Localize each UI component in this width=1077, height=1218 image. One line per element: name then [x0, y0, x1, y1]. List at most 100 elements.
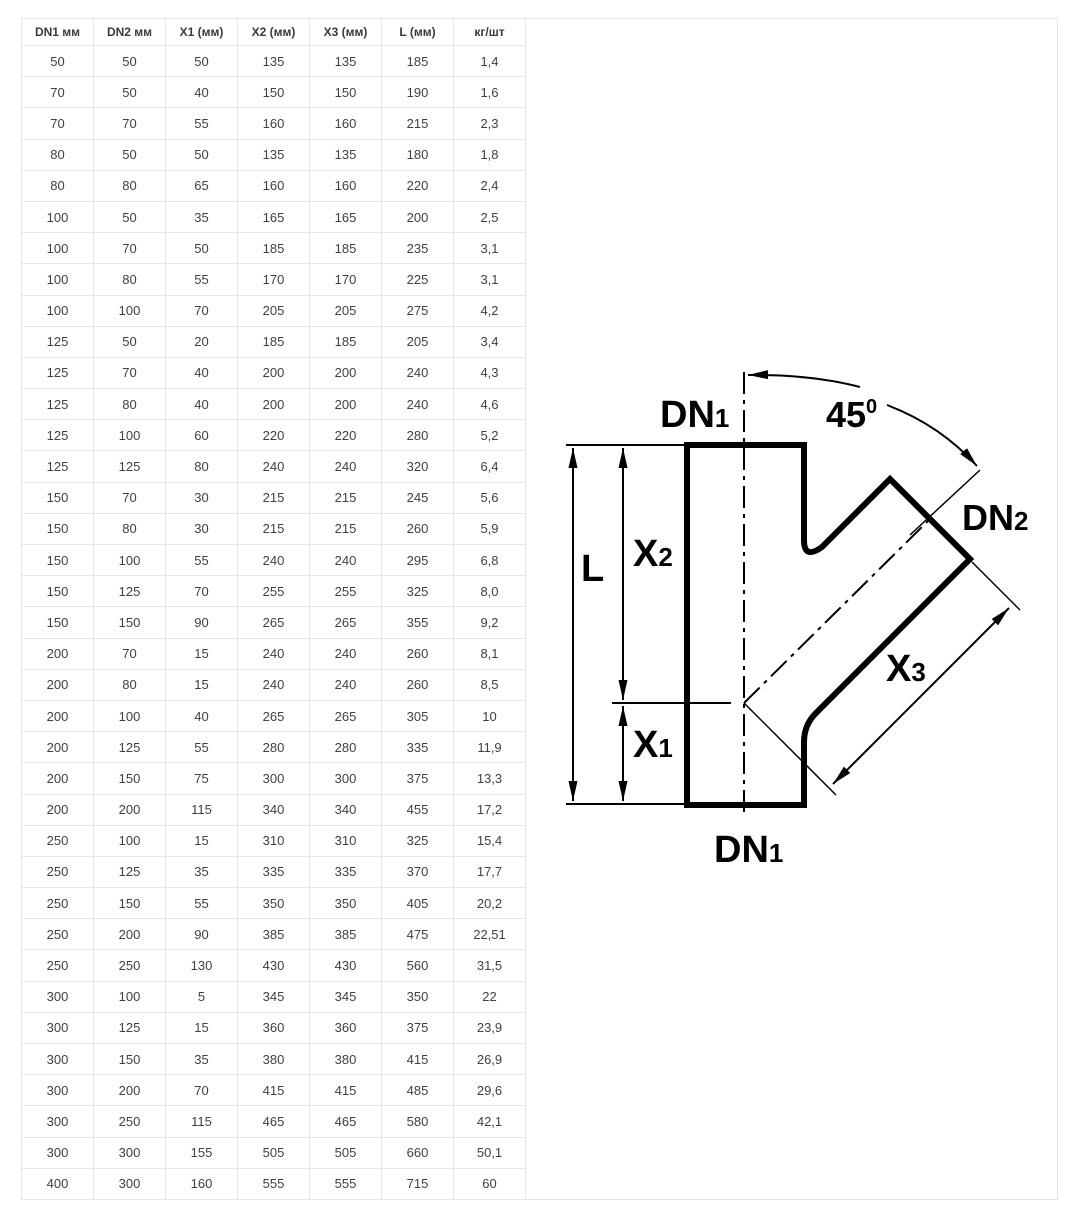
- cell-x3: 135: [309, 44, 382, 78]
- dimensions-table: DN1 мм DN2 мм X1 (мм) X2 (мм) X3 (мм) L …: [21, 18, 526, 1200]
- cell-l: 375: [381, 1011, 454, 1045]
- cell-x1: 15: [165, 824, 238, 857]
- cell-weight: 2,3: [453, 107, 526, 140]
- cell-weight: 5,6: [453, 481, 526, 514]
- cell-l: 260: [381, 668, 454, 701]
- cell-x3: 215: [309, 512, 382, 546]
- cell-x2: 240: [237, 450, 310, 483]
- cell-x3: 345: [309, 980, 382, 1013]
- cell-dn1: 200: [21, 637, 94, 670]
- cell-dn1: 80: [21, 138, 94, 171]
- cell-dn1: 50: [21, 44, 94, 78]
- cell-dn1: 150: [21, 575, 94, 608]
- cell-dn1: 200: [21, 762, 94, 795]
- cell-dn2: 70: [93, 356, 166, 390]
- cell-weight: 17,2: [453, 793, 526, 826]
- cell-x1: 90: [165, 918, 238, 951]
- cell-dn1: 125: [21, 450, 94, 483]
- cell-weight: 1,4: [453, 44, 526, 78]
- cell-dn1: 70: [21, 107, 94, 140]
- cell-l: 455: [381, 793, 454, 826]
- cell-x2: 340: [237, 793, 310, 826]
- x3-extension-top: [971, 561, 1021, 611]
- cell-x2: 505: [237, 1136, 310, 1169]
- cell-l: 275: [381, 294, 454, 327]
- cell-l: 220: [381, 169, 454, 202]
- cell-x1: 80: [165, 450, 238, 483]
- cell-weight: 4,2: [453, 294, 526, 327]
- cell-x1: 115: [165, 1105, 238, 1138]
- cell-x1: 60: [165, 419, 238, 452]
- cell-x3: 185: [309, 325, 382, 358]
- label-x1: X1: [633, 724, 673, 766]
- cell-l: 475: [381, 918, 454, 951]
- cell-dn1: 300: [21, 980, 94, 1013]
- cell-dn1: 150: [21, 606, 94, 639]
- cell-dn2: 50: [93, 138, 166, 171]
- cell-x2: 335: [237, 855, 310, 889]
- cell-x3: 265: [309, 606, 382, 639]
- cell-x1: 160: [165, 1167, 238, 1200]
- cell-weight: 42,1: [453, 1105, 526, 1138]
- cell-l: 325: [381, 575, 454, 608]
- cell-weight: 29,6: [453, 1074, 526, 1107]
- cell-l: 370: [381, 855, 454, 889]
- cell-weight: 2,4: [453, 169, 526, 202]
- cell-dn2: 100: [93, 543, 166, 577]
- cell-dn1: 125: [21, 325, 94, 358]
- cell-x1: 40: [165, 76, 238, 109]
- cell-x3: 380: [309, 1042, 382, 1076]
- cell-weight: 1,8: [453, 138, 526, 171]
- cell-x3: 160: [309, 169, 382, 202]
- cell-x3: 240: [309, 668, 382, 701]
- cell-x2: 555: [237, 1167, 310, 1200]
- cell-x3: 185: [309, 232, 382, 265]
- cell-l: 560: [381, 949, 454, 982]
- cell-x3: 240: [309, 637, 382, 670]
- cell-dn2: 80: [93, 388, 166, 421]
- cell-x1: 70: [165, 575, 238, 608]
- cell-x1: 50: [165, 44, 238, 78]
- cell-weight: 17,7: [453, 855, 526, 889]
- cell-weight: 5,2: [453, 419, 526, 452]
- cell-dn1: 300: [21, 1074, 94, 1107]
- cell-l: 280: [381, 419, 454, 452]
- cell-weight: 50,1: [453, 1136, 526, 1169]
- cell-x1: 35: [165, 200, 238, 234]
- cell-dn1: 200: [21, 668, 94, 701]
- cell-x1: 35: [165, 855, 238, 889]
- cell-dn2: 80: [93, 512, 166, 546]
- cell-x2: 160: [237, 107, 310, 140]
- cell-l: 180: [381, 138, 454, 171]
- cell-x3: 220: [309, 419, 382, 452]
- cell-x3: 135: [309, 138, 382, 171]
- cell-dn2: 150: [93, 887, 166, 920]
- cell-weight: 4,6: [453, 388, 526, 421]
- cell-dn2: 150: [93, 762, 166, 795]
- cell-x2: 240: [237, 543, 310, 577]
- cell-x2: 200: [237, 388, 310, 421]
- cell-x2: 135: [237, 44, 310, 78]
- cell-l: 405: [381, 887, 454, 920]
- cell-l: 660: [381, 1136, 454, 1169]
- header-l: L (мм): [381, 18, 454, 46]
- cell-weight: 4,3: [453, 356, 526, 390]
- cell-x1: 55: [165, 543, 238, 577]
